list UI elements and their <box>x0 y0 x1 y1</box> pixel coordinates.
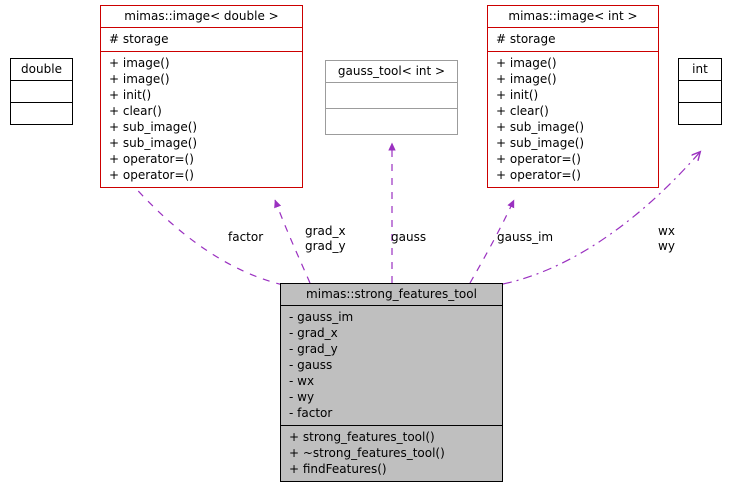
class-attribute-row: - grad_x <box>289 326 338 340</box>
class-operation-row: + operator=() <box>109 168 194 182</box>
class-operation-row: + image() <box>109 72 170 86</box>
class-operation-row: + image() <box>109 56 170 70</box>
class-attribute-row: - gauss <box>289 358 333 372</box>
class-node-strong-features-tool[interactable]: mimas::strong_features_tool - gauss_im -… <box>280 283 503 482</box>
class-operation-row: + sub_image() <box>109 136 198 150</box>
class-operation-row: + operator=() <box>496 168 581 182</box>
class-attributes-compartment <box>326 82 457 108</box>
class-attributes-compartment: # storage <box>101 27 302 51</box>
class-title: int <box>692 62 708 76</box>
class-operations-compartment <box>11 102 72 124</box>
class-attribute-row: - wx <box>289 374 315 388</box>
class-node-double[interactable]: double <box>10 58 73 125</box>
class-operation-row: + sub_image() <box>496 136 585 150</box>
class-operation-row: + image() <box>496 56 557 70</box>
class-title: mimas::image< int > <box>508 9 638 23</box>
class-operation-row: + sub_image() <box>496 120 585 134</box>
edge-label-wxwy: wx wy <box>658 224 675 254</box>
class-operation-row: + clear() <box>109 104 162 118</box>
class-operation-row: + findFeatures() <box>289 462 387 476</box>
class-node-int[interactable]: int <box>678 58 722 125</box>
class-node-image-double[interactable]: mimas::image< double > # storage + image… <box>100 5 303 188</box>
edge-label-gauss-im: gauss_im <box>497 230 554 244</box>
class-title: double <box>21 62 62 76</box>
class-attributes-compartment: - gauss_im - grad_x - grad_y - gauss - w… <box>281 305 502 425</box>
class-operation-row: + init() <box>496 88 539 102</box>
class-title: mimas::image< double > <box>124 9 279 23</box>
class-title: mimas::strong_features_tool <box>306 287 477 301</box>
class-operation-row: + init() <box>109 88 152 102</box>
edge-label-grad: grad_x grad_y <box>305 224 346 254</box>
class-node-image-int[interactable]: mimas::image< int > # storage + image() … <box>487 5 659 188</box>
edge-label-wy: wy <box>658 239 675 253</box>
class-operations-compartment: + strong_features_tool() + ~strong_featu… <box>281 425 502 481</box>
class-operation-row: + clear() <box>496 104 549 118</box>
edge-label-wx: wx <box>658 224 675 238</box>
class-operations-compartment: + image() + image() + init() + clear() +… <box>101 51 302 187</box>
class-operation-row: + ~strong_features_tool() <box>289 446 445 460</box>
class-attribute-row: # storage <box>109 32 169 46</box>
class-attributes-compartment <box>679 80 721 102</box>
edge-label-gauss: gauss <box>391 230 427 244</box>
class-attribute-row: - factor <box>289 406 333 420</box>
edge-label-grad-y: grad_y <box>305 239 346 253</box>
class-operation-row: + operator=() <box>496 152 581 166</box>
class-attribute-row: - wy <box>289 390 315 404</box>
class-operation-row: + strong_features_tool() <box>289 430 435 444</box>
class-operations-compartment: + image() + image() + init() + clear() +… <box>488 51 658 187</box>
class-operation-row: + sub_image() <box>109 120 198 134</box>
class-attribute-row: - gauss_im <box>289 310 354 324</box>
class-attribute-row: - grad_y <box>289 342 338 356</box>
class-attributes-compartment <box>11 80 72 102</box>
class-operations-compartment <box>679 102 721 124</box>
class-operations-compartment <box>326 108 457 134</box>
class-operation-row: + operator=() <box>109 152 194 166</box>
class-node-gauss-tool[interactable]: gauss_tool< int > <box>325 60 458 135</box>
class-attributes-compartment: # storage <box>488 27 658 51</box>
edge-label-grad-x: grad_x <box>305 224 346 238</box>
class-attribute-row: # storage <box>496 32 556 46</box>
class-operation-row: + image() <box>496 72 557 86</box>
class-title: gauss_tool< int > <box>337 64 446 78</box>
edge-label-factor: factor <box>228 230 264 244</box>
